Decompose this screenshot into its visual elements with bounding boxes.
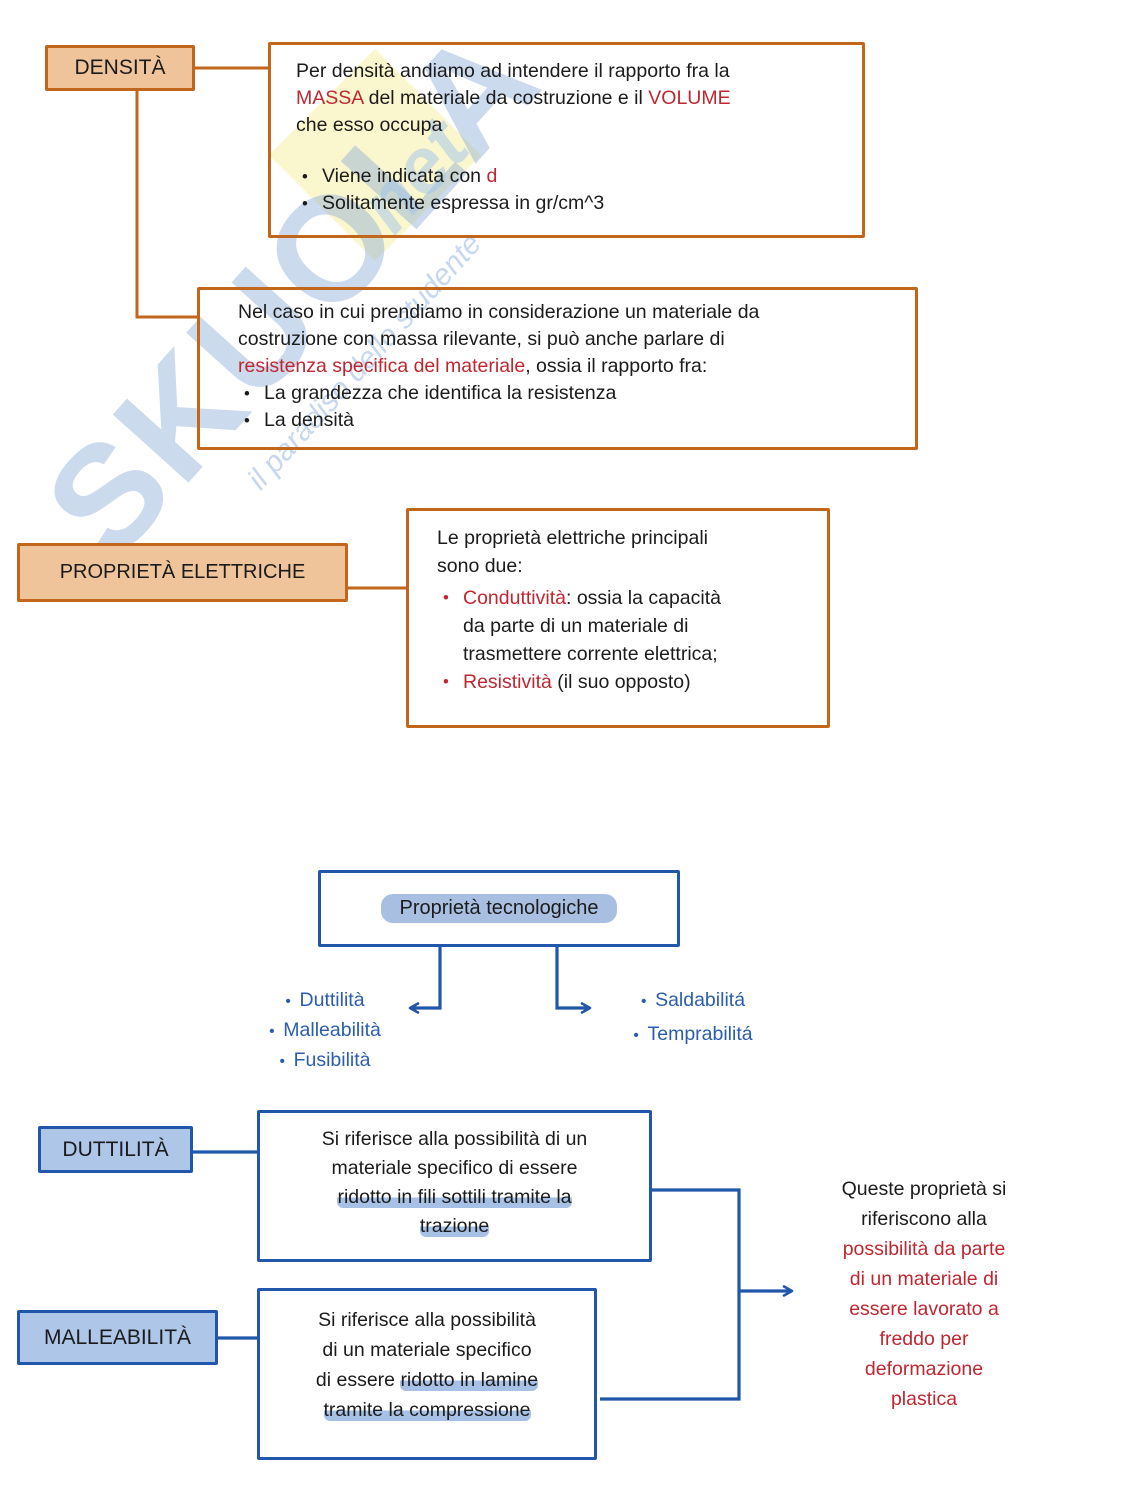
- text-segment: VOLUME: [648, 87, 731, 109]
- text-segment: trazione: [419, 1215, 490, 1237]
- text-segment: ridotto in fili sottili tramite la: [337, 1186, 572, 1208]
- text-segment: Si riferisce alla possibilità di un mate…: [321, 1128, 588, 1179]
- text-segment: ridotto in lamine: [400, 1369, 539, 1391]
- text-segment: Queste proprietà si riferiscono alla: [841, 1178, 1007, 1230]
- list-item: Malleabilità: [240, 1016, 410, 1046]
- text-segment: , ossia il rapporto fra:: [525, 355, 708, 377]
- list-item: Conduttività: ossia la capacità da parte…: [437, 584, 817, 668]
- conclusion-text: Queste proprietà si riferiscono alla pos…: [798, 1174, 1050, 1414]
- text-segment: del materiale da costruzione e il: [363, 87, 649, 109]
- density-note-box: Nel caso in cui prendiamo in considerazi…: [197, 287, 918, 450]
- list-item: La densità: [238, 407, 895, 434]
- electrical-box: Le proprietà elettriche principali sono …: [406, 508, 830, 728]
- text-segment: Viene indicata con: [322, 165, 487, 187]
- text-segment: Nel caso in cui prendiamo in considerazi…: [238, 301, 760, 350]
- text-segment: Per densità andiamo ad intendere il rapp…: [296, 60, 730, 82]
- list-item: Fusibilità: [240, 1046, 410, 1076]
- text-segment: Resistività: [463, 671, 552, 693]
- ductility-text: Si riferisce alla possibilità di un mate…: [276, 1125, 633, 1241]
- malleability-text: Si riferisce alla possibilità di un mate…: [270, 1305, 584, 1425]
- text-segment: d: [486, 165, 498, 187]
- malleability-label: MALLEABILITÀ: [43, 1325, 192, 1349]
- list-item: Resistività (il suo opposto): [437, 668, 817, 696]
- malleability-label-box: MALLEABILITÀ: [17, 1310, 218, 1365]
- density-note-text: Nel caso in cui prendiamo in considerazi…: [238, 299, 895, 380]
- ductility-box: Si riferisce alla possibilità di un mate…: [257, 1110, 652, 1262]
- ductility-label: DUTTILITÀ: [62, 1137, 169, 1161]
- electrical-bullet-list: Conduttività: ossia la capacità da parte…: [437, 584, 817, 696]
- tech-right-list: SaldabilitáTemprabilitá: [598, 984, 788, 1052]
- text-segment: La densità: [264, 409, 354, 431]
- ductility-label-box: DUTTILITÀ: [38, 1126, 193, 1173]
- tech-properties-box: Proprietà tecnologiche: [318, 870, 680, 947]
- list-item: La grandezza che identifica la resistenz…: [238, 380, 895, 407]
- text-segment: possibilità da parte di un materiale di …: [842, 1238, 1006, 1410]
- electrical-label: PROPRIETÀ ELETTRICHE: [59, 561, 306, 583]
- text-segment: (il suo opposto): [551, 671, 691, 693]
- text-segment: che esso occupa: [296, 114, 443, 136]
- list-item: Temprabilitá: [598, 1018, 788, 1052]
- density-definition-text: Per densità andiamo ad intendere il rapp…: [296, 58, 842, 139]
- density-label: DENSITÀ: [74, 56, 166, 79]
- density-label-box: DENSITÀ: [45, 45, 195, 91]
- density-note-bullet-list: La grandezza che identifica la resistenz…: [238, 380, 895, 434]
- list-item: Duttilità: [240, 986, 410, 1016]
- list-item: Viene indicata con d: [296, 163, 842, 190]
- text-segment: La grandezza che identifica la resistenz…: [264, 382, 617, 404]
- tech-properties-title: Proprietà tecnologiche: [381, 894, 617, 923]
- text-segment: Conduttività: [463, 587, 566, 609]
- text-segment: : ossia la capacità da parte di un mater…: [463, 587, 721, 665]
- text-segment: Le proprietà elettriche principali sono …: [437, 527, 708, 577]
- tech-left-arrow: [408, 947, 442, 1014]
- malleability-box: Si riferisce alla possibilità di un mate…: [257, 1288, 597, 1460]
- text-segment: Solitamente espressa in gr/cm^3: [322, 192, 605, 214]
- list-item: Saldabilitá: [598, 984, 788, 1018]
- text-segment: Si riferisce alla possibilità di un mate…: [315, 1309, 536, 1391]
- list-item: Solitamente espressa in gr/cm^3: [296, 190, 842, 217]
- density-definition-box: Per densità andiamo ad intendere il rapp…: [268, 42, 865, 238]
- tech-right-arrow: [555, 947, 592, 1014]
- tech-left-list: DuttilitàMalleabilitàFusibilità: [240, 986, 410, 1076]
- text-segment: MASSA: [296, 87, 364, 109]
- text-segment: resistenza specifica del materiale: [238, 355, 526, 377]
- electrical-text: Le proprietà elettriche principali sono …: [437, 524, 817, 580]
- electrical-label-box: PROPRIETÀ ELETTRICHE: [17, 543, 348, 602]
- text-segment: tramite la compressione: [323, 1399, 531, 1421]
- density-bullet-list: Viene indicata con dSolitamente espressa…: [296, 163, 842, 217]
- density-box2-connector: [135, 91, 197, 319]
